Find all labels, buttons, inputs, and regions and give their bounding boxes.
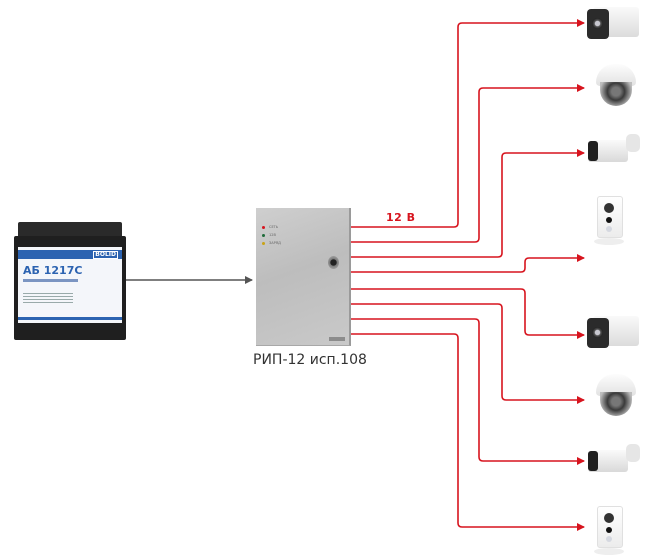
dome-camera-icon	[594, 64, 638, 108]
battery-top	[18, 222, 122, 240]
cube-camera-icon	[594, 196, 624, 246]
dome-camera-icon	[594, 374, 638, 418]
psu-caption: РИП-12 исп.108	[253, 352, 367, 368]
box-camera-icon	[587, 3, 639, 39]
indicator-label: 12В	[269, 233, 276, 237]
output-wire-4	[351, 254, 585, 273]
indicator-row: 12В	[262, 233, 276, 237]
output-wire-8	[351, 333, 585, 531]
voltage-label: 12 В	[386, 211, 416, 224]
output-wire-7	[351, 318, 585, 465]
indicator-row: ЗАРЯД	[262, 241, 281, 245]
indicator-label: ЗАРЯД	[269, 241, 281, 245]
output-wire-3	[351, 149, 585, 258]
battery-bottom-stripe	[18, 317, 122, 320]
output-wire-6	[351, 303, 585, 404]
battery-icon-stripe	[18, 250, 122, 259]
indicator-row: СЕТЬ	[262, 225, 278, 229]
bullet-camera-icon	[588, 444, 642, 478]
battery-brand: BOLID	[93, 251, 118, 259]
output-wire-5	[351, 288, 585, 339]
box-camera-icon	[587, 312, 639, 348]
power-supply: СЕТЬ 12В ЗАРЯД	[256, 208, 351, 346]
battery-label: BOLID АБ 1217С	[18, 247, 122, 323]
battery-subtitle-bar	[23, 279, 78, 282]
led-icon	[262, 233, 265, 237]
psu-brand-badge	[329, 337, 345, 341]
battery-spec-lines	[23, 293, 73, 303]
led-icon	[262, 241, 265, 245]
battery-model: АБ 1217С	[23, 264, 83, 277]
cube-camera-icon	[594, 506, 624, 556]
led-icon	[262, 225, 265, 229]
output-wire-1	[351, 19, 585, 228]
battery: BOLID АБ 1217С	[14, 222, 126, 340]
indicator-label: СЕТЬ	[269, 225, 279, 229]
lock-icon	[328, 256, 339, 269]
output-wire-2	[351, 84, 585, 243]
bullet-camera-icon	[588, 134, 642, 168]
